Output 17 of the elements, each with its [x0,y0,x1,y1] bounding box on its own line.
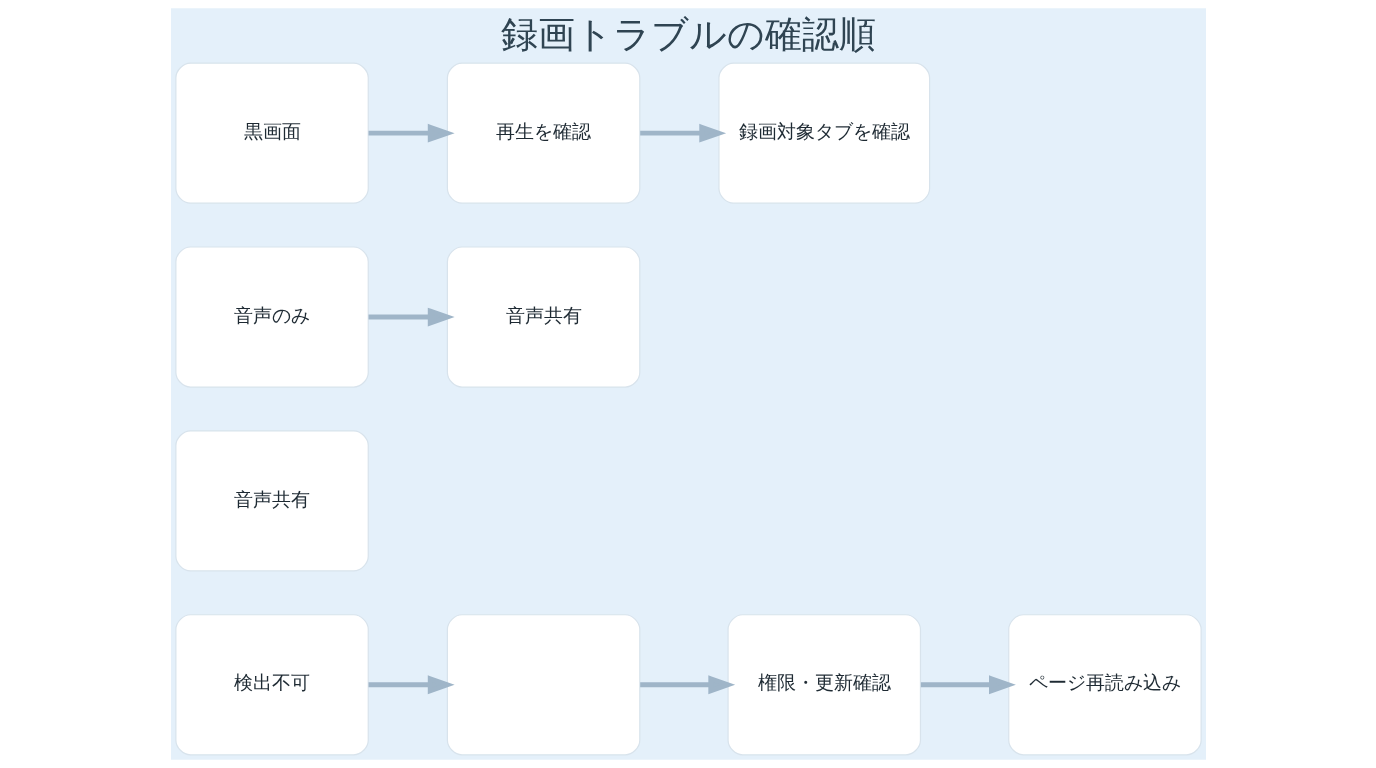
node-box: 再生を確認 [446,62,640,204]
node-box: 検出不可 [174,614,369,756]
node-box [446,614,640,756]
node-box: 音声共有 [446,246,640,388]
node-box: 権限・更新確認 [726,614,921,756]
node-box: 音声のみ [174,246,369,388]
arrow [368,123,455,143]
node-box: 録画対象タブを確認 [717,62,930,204]
arrow [368,307,455,327]
arrow [368,675,455,695]
node-box: 音声共有 [174,430,369,572]
arrow [639,675,735,695]
node-box: ページ再読み込み [1007,614,1202,756]
arrow [639,123,726,143]
diagram-title: 録画トラブルの確認順 [500,13,876,57]
node-box: 黒画面 [174,62,369,204]
arrow [920,675,1016,695]
